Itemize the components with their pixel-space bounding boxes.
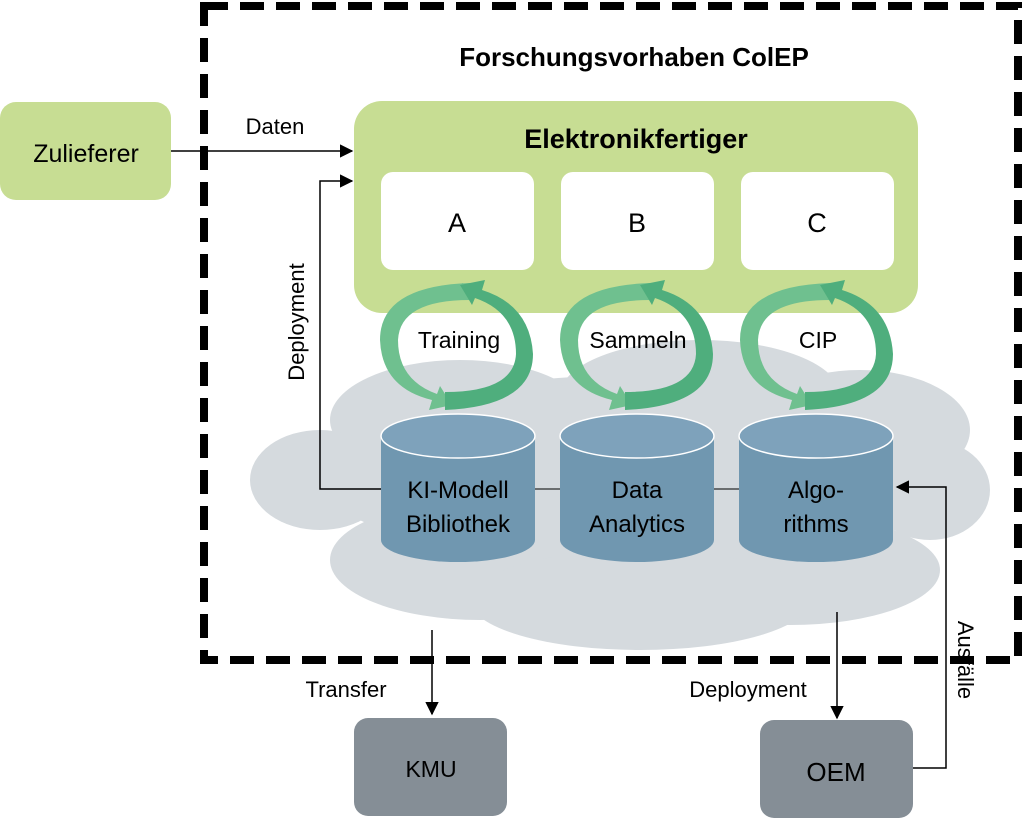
cycle-arrows-collect [560, 280, 713, 410]
cycle-label-cip: CIP [799, 327, 837, 353]
db-label-ki-line2: Bibliothek [406, 511, 511, 538]
project-title: Forschungsvorhaben ColEP [459, 42, 809, 72]
kmu-box [354, 718, 507, 816]
site-box-b [561, 172, 714, 270]
supplier-box [0, 102, 171, 200]
db-label-algo-line1: Algo- [788, 477, 844, 504]
manufacturer-label: Elektronikfertiger [524, 124, 748, 154]
site-box-c [741, 172, 894, 270]
site-label-a: A [448, 208, 466, 238]
oem-label: OEM [806, 757, 865, 787]
site-label-b: B [628, 208, 646, 238]
db-label-algo-line2: rithms [783, 511, 848, 538]
transfer-label: Transfer [305, 677, 386, 702]
deployment-bottom-label: Deployment [689, 677, 806, 702]
database-algorithms [738, 413, 894, 562]
db-label-data-line2: Analytics [589, 511, 685, 538]
failures-arrow [895, 480, 947, 769]
supplier-label: Zulieferer [33, 140, 139, 168]
db-label-ki-line1: KI-Modell [407, 477, 508, 504]
site-label-c: C [807, 208, 827, 238]
oem-box [760, 720, 913, 818]
project-boundary [200, 2, 1022, 664]
database-data-analytics [559, 413, 715, 562]
cycle-label-collect: Sammeln [589, 327, 686, 353]
cycle-label-training: Training [418, 327, 500, 353]
cycle-arrows-training [380, 280, 533, 410]
db-label-data-line1: Data [612, 477, 663, 504]
cycle-arrows-cip [740, 280, 893, 410]
deployment-left-label: Deployment [284, 263, 309, 380]
failures-label: Ausfälle [953, 621, 978, 699]
site-box-a [381, 172, 534, 270]
data-arrow-label: Daten [246, 114, 305, 139]
kmu-label: KMU [405, 756, 456, 782]
database-ki-model [380, 413, 536, 562]
deployment-left-arrow [319, 174, 381, 490]
